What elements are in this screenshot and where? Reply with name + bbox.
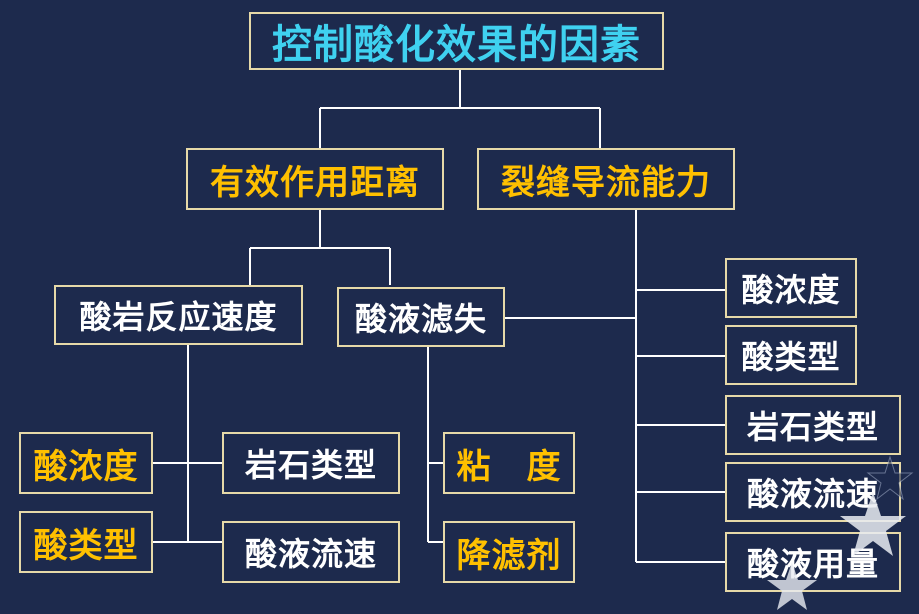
- node-fracture-conductivity: 裂缝导流能力: [477, 148, 735, 210]
- node-acid-flow-rate: 酸液流速: [222, 521, 400, 583]
- node-rock-type: 岩石类型: [222, 432, 400, 494]
- node-conductivity-acid-flow-rate: 酸液流速: [725, 462, 901, 522]
- node-conductivity-acid-concentration: 酸浓度: [725, 258, 857, 318]
- star-icon: [767, 562, 817, 610]
- node-acid-concentration: 酸浓度: [19, 432, 153, 494]
- node-fluid-loss-additive: 降滤剂: [443, 521, 575, 583]
- node-reaction-rate: 酸岩反应速度: [54, 285, 303, 345]
- node-effective-distance: 有效作用距离: [186, 148, 444, 210]
- node-conductivity-acid-type: 酸类型: [725, 325, 857, 385]
- node-conductivity-rock-type: 岩石类型: [725, 395, 901, 455]
- node-filtration: 酸液滤失: [337, 287, 505, 347]
- star-icon: [866, 455, 914, 501]
- root-node: 控制酸化效果的因素: [249, 12, 664, 70]
- node-viscosity: 粘 度: [443, 432, 575, 494]
- node-acid-type: 酸类型: [19, 511, 153, 573]
- star-icon: [840, 492, 906, 556]
